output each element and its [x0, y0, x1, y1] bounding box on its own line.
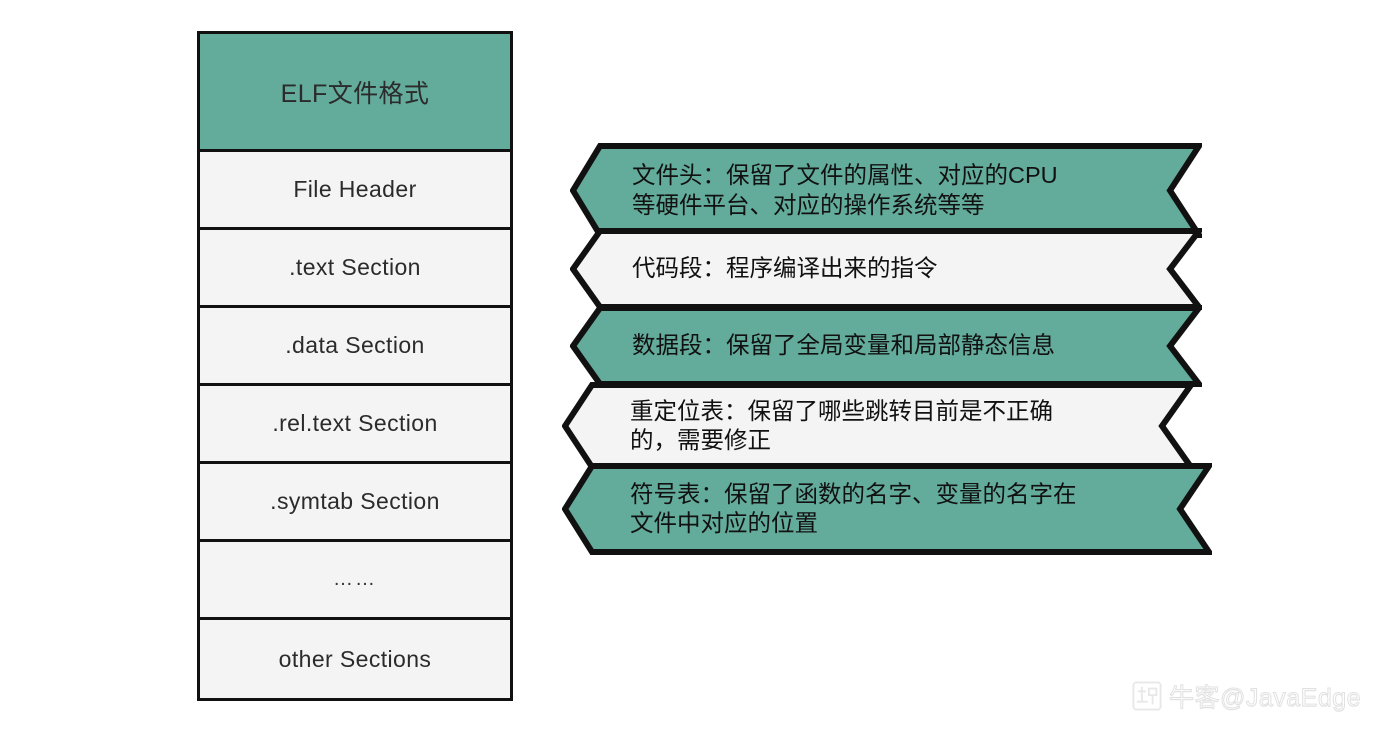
ribbon-shape: [562, 463, 1212, 555]
elf-row-other-sections: other Sections: [200, 620, 510, 698]
elf-row-ellipsis: ……: [200, 542, 510, 620]
elf-table-header: ELF文件格式: [200, 34, 510, 152]
ribbon-text-section: 代码段：程序编译出来的指令: [570, 228, 1202, 310]
elf-row-data-section: .data Section: [200, 308, 510, 386]
elf-row-rel-text-section: .rel.text Section: [200, 386, 510, 464]
elf-row-text-section: .text Section: [200, 230, 510, 308]
ribbon-rel-text-section-text: 重定位表：保留了哪些跳转目前是不正确 的，需要修正: [630, 397, 1053, 453]
ribbon-symtab-section-text: 符号表：保留了函数的名字、变量的名字在 文件中对应的位置: [630, 480, 1077, 536]
elf-row-symtab-section: .symtab Section: [200, 464, 510, 542]
ribbon-data-section-text: 数据段：保留了全局变量和局部静态信息: [632, 332, 1055, 359]
elf-format-table: ELF文件格式 File Header .text Section .data …: [197, 31, 513, 701]
ribbon-symtab-section: 符号表：保留了函数的名字、变量的名字在 文件中对应的位置: [562, 463, 1212, 555]
ribbon-data-section: 数据段：保留了全局变量和局部静态信息: [570, 305, 1202, 387]
ribbon-file-header: 文件头：保留了文件的属性、对应的CPU 等硬件平台、对应的操作系统等等: [570, 143, 1202, 238]
watermark-text: 牛客@JavaEdge: [1168, 684, 1362, 713]
niuke-logo-icon: [1132, 681, 1162, 711]
ribbon-callout-stack: 文件头：保留了文件的属性、对应的CPU 等硬件平台、对应的操作系统等等 代码段：…: [562, 143, 1218, 555]
watermark: 牛客@JavaEdge: [1132, 678, 1361, 714]
ribbon-shape: [570, 305, 1202, 387]
ribbon-text-section-text: 代码段：程序编译出来的指令: [632, 255, 938, 282]
ribbon-rel-text-section: 重定位表：保留了哪些跳转目前是不正确 的，需要修正: [562, 382, 1194, 470]
elf-row-file-header: File Header: [200, 152, 510, 230]
ribbon-file-header-text: 文件头：保留了文件的属性、对应的CPU 等硬件平台、对应的操作系统等等: [632, 162, 1058, 218]
